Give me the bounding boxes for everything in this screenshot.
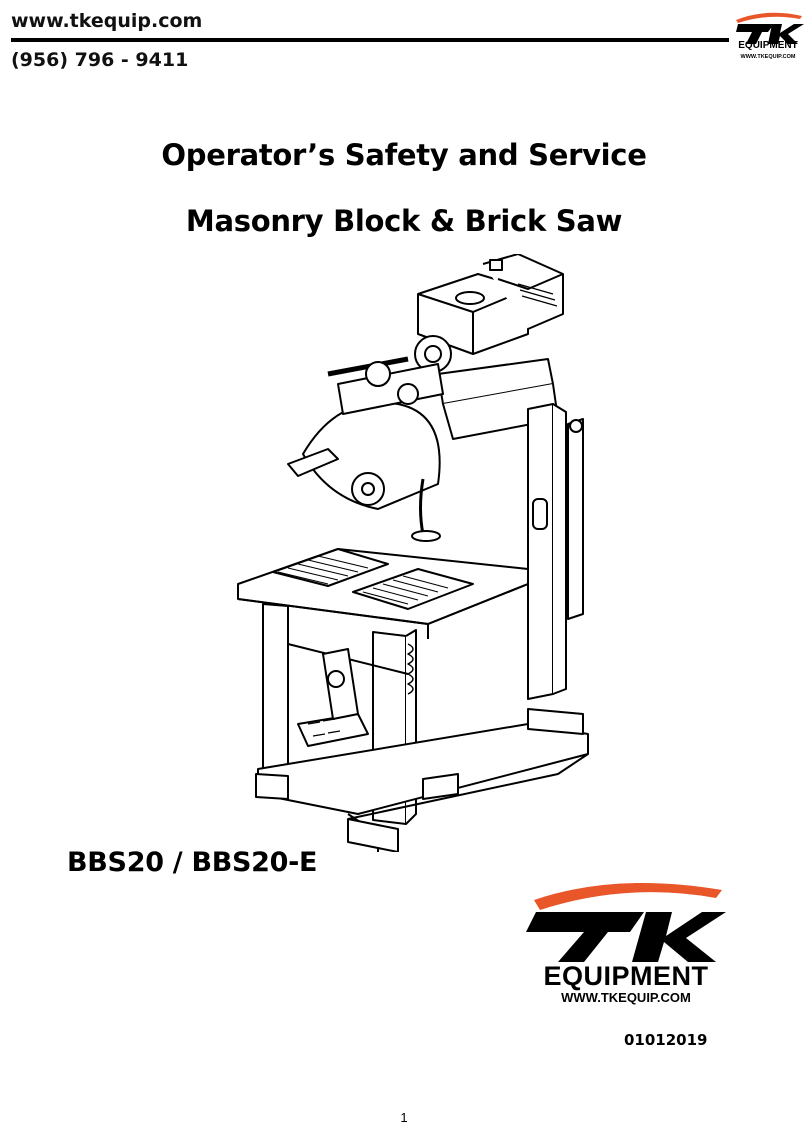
tk-equipment-logo-large — [526, 882, 726, 962]
model-number: BBS20 / BBS20-E — [67, 847, 318, 878]
small-logo-url: WWW.TKEQUIP.COM — [740, 54, 796, 60]
header-phone: (956) 796 - 9411 — [11, 49, 189, 71]
tk-equipment-logo-small — [736, 12, 804, 44]
document-number: 01012019 — [624, 1031, 708, 1049]
large-logo-wordmark: EQUIPMENT — [543, 961, 709, 991]
document-title-line-1: Operator’s Safety and Service — [161, 138, 647, 172]
header-website: www.tkequip.com — [11, 10, 203, 32]
small-logo-wordmark: EQUIPMENT — [738, 40, 798, 51]
header-rule — [11, 38, 729, 42]
page-number: 1 — [400, 1110, 408, 1125]
document-title-line-2: Masonry Block & Brick Saw — [185, 204, 623, 238]
brick-saw-illustration — [237, 254, 589, 852]
large-logo-url: WWW.TKEQUIP.COM — [561, 990, 691, 1005]
